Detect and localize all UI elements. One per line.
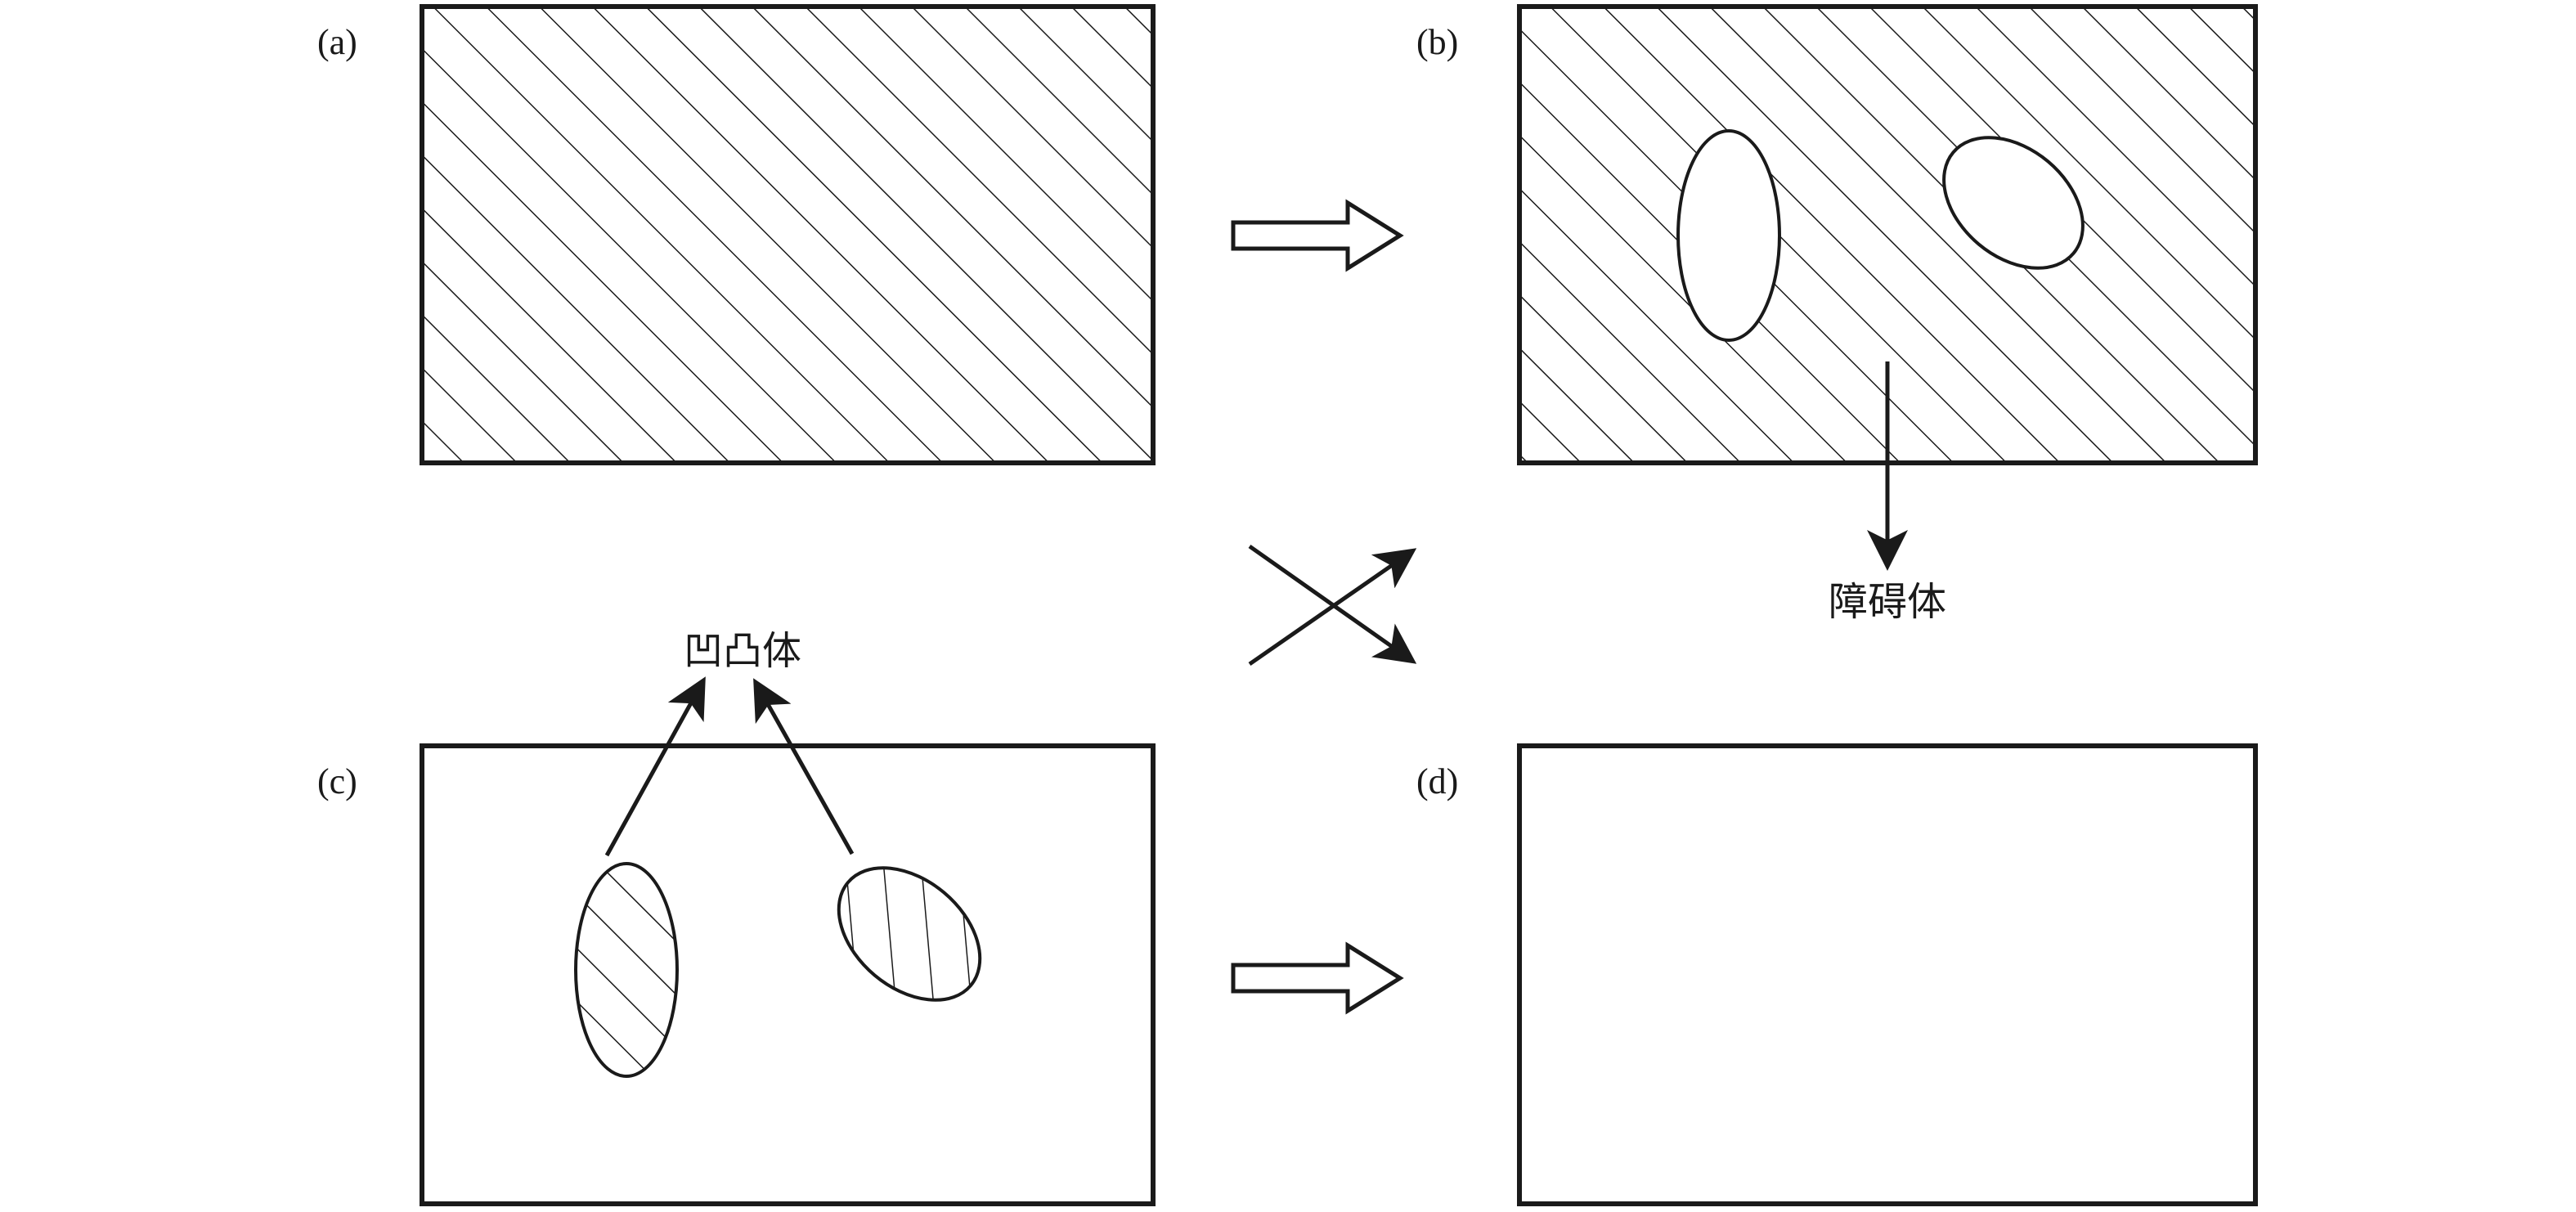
convex-pointer-arrow-right (753, 678, 855, 855)
convex-pointer-arrow-left (604, 676, 706, 857)
panel-c-label: (c) (317, 761, 357, 801)
panel-d-block (1517, 743, 2258, 1206)
panel-c-protrusion-right (837, 866, 982, 1002)
panel-b-void-right (1942, 136, 2085, 270)
panel-b: (b) (1416, 4, 2258, 571)
obstacle-label: 障碍体 (1829, 579, 1946, 625)
panel-a: (a) (317, 4, 1156, 465)
panel-b-void-left (1676, 129, 1781, 342)
transition-arrow-c-to-d (1231, 941, 1404, 1015)
cross-arrow-up-right (1248, 548, 1417, 667)
convex-concave-label: 凹凸体 (684, 628, 801, 674)
cross-arrow-down-right (1248, 544, 1417, 664)
transition-arrow-a-to-b (1231, 199, 1404, 272)
panel-d: (d) (1416, 743, 2258, 1206)
panel-a-label: (a) (317, 22, 357, 62)
panel-a-hatched-block (420, 4, 1156, 465)
panel-d-label: (d) (1416, 761, 1458, 801)
panel-c-protrusion-left (574, 862, 679, 1078)
panel-b-label: (b) (1416, 22, 1458, 62)
panel-c-block (420, 743, 1156, 1206)
crossing-arrows (1248, 544, 1417, 667)
panel-c: (c) (317, 676, 1156, 1206)
